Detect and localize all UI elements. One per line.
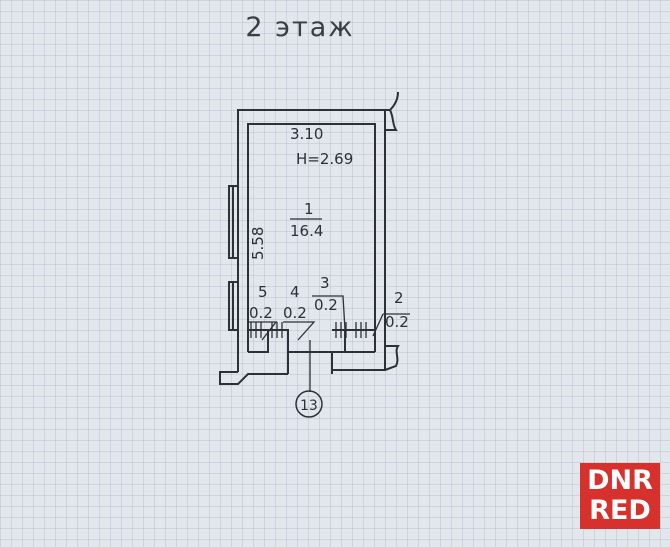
leader-5 <box>248 321 278 341</box>
watermark-line-1: DNR <box>587 465 653 496</box>
room-3-area: 0.2 <box>314 296 338 314</box>
leader-3 <box>312 295 346 331</box>
width-dimension: 3.10 <box>290 125 323 143</box>
leader-2 <box>372 313 410 337</box>
room-1-number: 1 <box>304 200 314 218</box>
leader-4 <box>283 321 316 341</box>
entrance-marker <box>295 390 323 418</box>
watermark-line-2: RED <box>589 495 651 526</box>
break-line-right <box>384 345 400 371</box>
break-line-top <box>385 91 399 131</box>
partition-4 <box>268 329 289 352</box>
room-4-area: 0.2 <box>283 304 307 322</box>
length-dimension: 5.58 <box>249 227 267 260</box>
room-1-area: 16.4 <box>290 222 323 240</box>
room-3-number: 3 <box>320 274 330 292</box>
room-5-number: 5 <box>258 283 268 301</box>
room-5-area: 0.2 <box>249 304 273 322</box>
room-2-area: 0.2 <box>385 313 409 331</box>
hatch-4 <box>271 322 283 338</box>
entrance-number: 13 <box>300 398 318 414</box>
room-2-number: 2 <box>394 289 404 307</box>
room-4-number: 4 <box>290 283 300 301</box>
floor-title: 2 этаж <box>245 12 355 43</box>
hatch-3 <box>335 322 347 338</box>
hatch-2 <box>355 322 367 338</box>
watermark-logo: DNR RED <box>580 463 660 529</box>
ceiling-height: H=2.69 <box>296 150 353 168</box>
hatch-5 <box>250 322 262 338</box>
partition-5 <box>248 329 269 353</box>
outer-wall-bottom <box>219 371 288 385</box>
inner-wall <box>247 123 376 352</box>
